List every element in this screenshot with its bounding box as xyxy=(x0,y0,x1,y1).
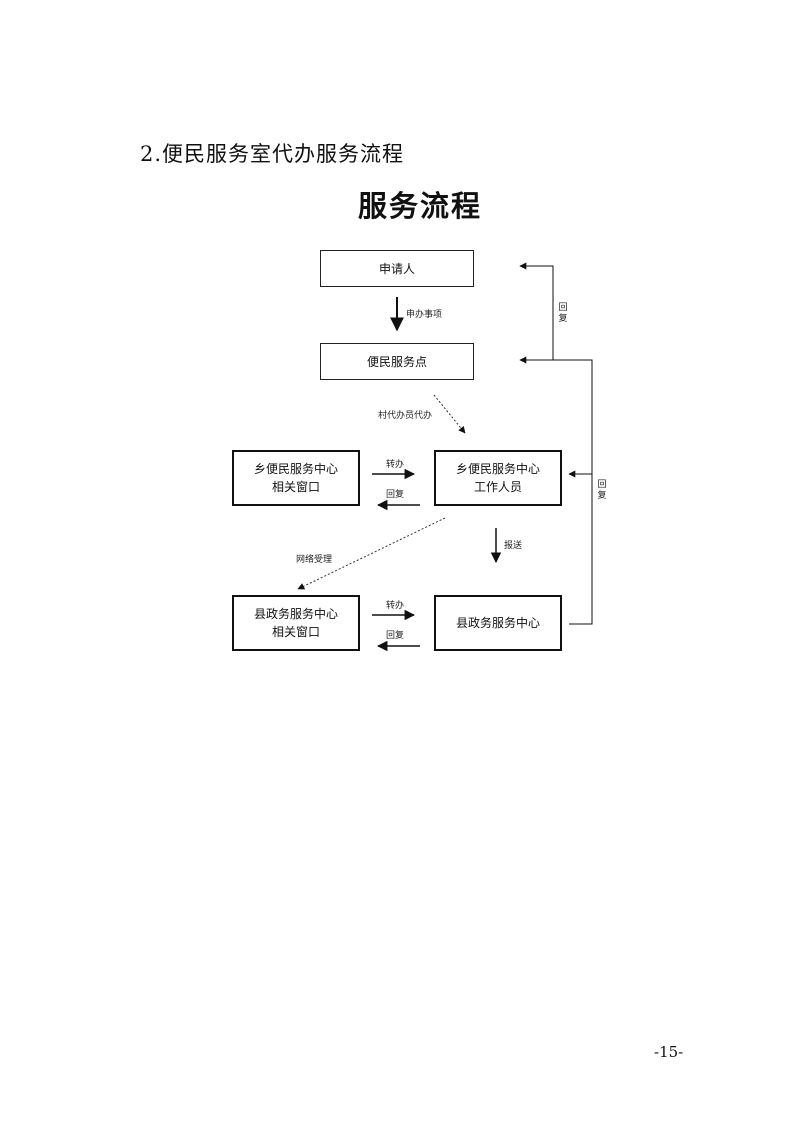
node-town-staff-line1: 乡便民服务中心 xyxy=(455,462,540,476)
node-county-window-line2: 相关窗口 xyxy=(271,625,320,639)
label-online-transfer: 网络受理 xyxy=(296,555,333,565)
section-heading: 2.便民服务室代办服务流程 xyxy=(140,142,405,166)
label-transfer-bottom: 转办 xyxy=(386,601,405,611)
label-apply: 申办事项 xyxy=(406,310,443,320)
arrow-online-transfer xyxy=(297,517,446,590)
node-applicant-label: 申请人 xyxy=(378,261,415,276)
node-town-window-line1: 乡便民服务中心 xyxy=(253,462,338,476)
label-report: 报送 xyxy=(504,541,523,551)
label-reply-right-2: 回复 xyxy=(597,480,607,501)
node-county-window: 县政务服务中心 相关窗口 xyxy=(232,595,360,651)
label-village-submit: 村代办员代办 xyxy=(378,411,433,421)
node-town-staff: 乡便民服务中心 工作人员 xyxy=(434,450,562,506)
label-reply-right-1: 回复 xyxy=(558,303,568,324)
label-reply-top: 回复 xyxy=(386,490,405,500)
node-county-window-line1: 县政务服务中心 xyxy=(253,607,338,621)
node-town-window-line2: 相关窗口 xyxy=(271,480,320,494)
node-town-window: 乡便民服务中心 相关窗口 xyxy=(232,450,360,506)
node-applicant: 申请人 xyxy=(320,250,474,287)
arrow-village-submit xyxy=(433,394,466,434)
node-town-staff-line2: 工作人员 xyxy=(473,480,522,494)
node-service-point: 便民服务点 xyxy=(320,343,474,380)
diagram-title: 服务流程 xyxy=(358,189,483,223)
arrow-reply-to-applicant xyxy=(519,262,554,361)
arrow-reply-to-service-point xyxy=(519,356,593,625)
label-reply-bottom: 回复 xyxy=(386,631,405,641)
page-number: -15- xyxy=(654,1043,684,1061)
node-county-center-label: 县政务服务中心 xyxy=(455,616,540,630)
label-transfer-top: 转办 xyxy=(386,460,405,470)
node-county-center: 县政务服务中心 xyxy=(434,595,562,651)
node-service-point-label: 便民服务点 xyxy=(366,354,427,369)
